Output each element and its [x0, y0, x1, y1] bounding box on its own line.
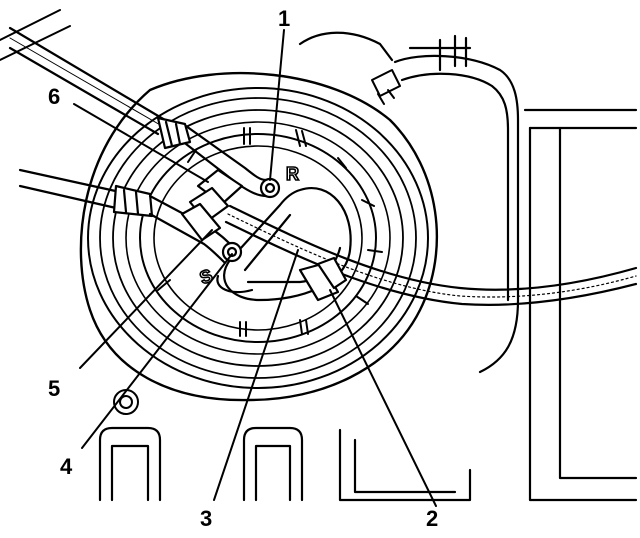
wiring-harness: [224, 204, 638, 306]
module-flange: [79, 71, 438, 402]
supply-port: [221, 241, 243, 263]
leader-6: [73, 103, 209, 183]
leader-4: [81, 253, 233, 449]
return-port: [259, 177, 281, 199]
callout-3: 3: [200, 506, 212, 531]
port-label-return: R: [286, 164, 299, 184]
tank-housing: [298, 31, 638, 502]
callout-2: 2: [426, 506, 438, 531]
callout-4: 4: [60, 454, 73, 479]
port-label-supply: S: [197, 265, 215, 288]
line-retainer-block: [180, 168, 244, 242]
callout-6: 6: [48, 84, 60, 109]
callout-leaders: [73, 29, 437, 507]
leader-2: [329, 289, 437, 507]
leader-1: [269, 29, 285, 181]
callout-1: 1: [278, 6, 290, 31]
vent-fitting: [371, 69, 401, 105]
tank-ribs: [98, 426, 304, 502]
lock-ring-tabs: [157, 127, 383, 337]
callout-5: 5: [48, 376, 60, 401]
electrical-connector: [298, 256, 348, 302]
leader-3: [213, 249, 299, 501]
leader-5: [79, 229, 213, 369]
